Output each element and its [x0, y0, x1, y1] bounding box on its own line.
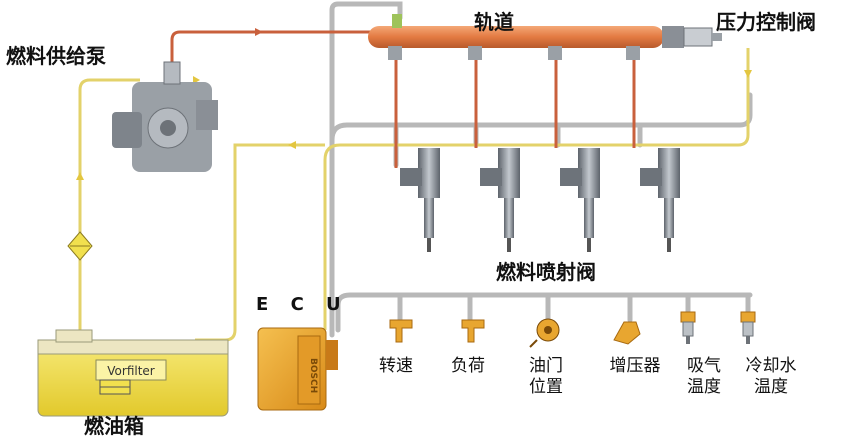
ecu-brand-label: BOSCH: [308, 358, 318, 393]
prefilter-label: Vorfilter: [107, 364, 155, 378]
temp-sensor-icon: [680, 311, 696, 344]
boost-sensor-icon: [613, 321, 641, 345]
tank-label: 燃油箱: [84, 414, 144, 438]
inline-filter-icon: [67, 231, 93, 261]
injector-icon: [480, 148, 520, 252]
tank-icon: Vorfilter: [37, 329, 229, 417]
injector-label: 燃料喷射阀: [496, 260, 596, 284]
pressure-valve-icon: [662, 26, 722, 48]
sensor-label-intake-temp: 吸气温度: [687, 356, 721, 397]
throttle-sensor-icon: [529, 318, 560, 348]
injector-icon: [400, 148, 440, 252]
rail-sensor-icon: [392, 14, 402, 28]
sensor-label-boost: 增压器: [609, 356, 661, 376]
temp-sensor-icon: [740, 311, 756, 344]
injectors: [400, 148, 680, 252]
feed-arrow-icon: [255, 28, 263, 36]
load-sensor-icon: [461, 319, 485, 343]
sensor-label-speed: 转速: [379, 356, 413, 376]
rail-label: 轨道: [474, 10, 514, 34]
common-rail: [368, 14, 664, 60]
speed-sensor-icon: [389, 319, 413, 343]
injector-icon: [560, 148, 600, 252]
sensor-label-throttle: 油门位置: [529, 356, 563, 397]
sensor-label-load: 负荷: [451, 356, 485, 376]
sensor-label-coolant-temp: 冷却水温度: [745, 356, 797, 397]
ecu-label: E C U: [256, 294, 349, 315]
pressure-valve-label: 压力控制阀: [716, 10, 816, 34]
filter-icon: [99, 379, 131, 395]
pump-icon: [112, 61, 218, 172]
injector-icon: [640, 148, 680, 252]
high-pressure-lines: [170, 30, 636, 168]
ecu-box-icon: BOSCH: [257, 327, 338, 411]
pump-label: 燃料供给泵: [6, 44, 106, 68]
